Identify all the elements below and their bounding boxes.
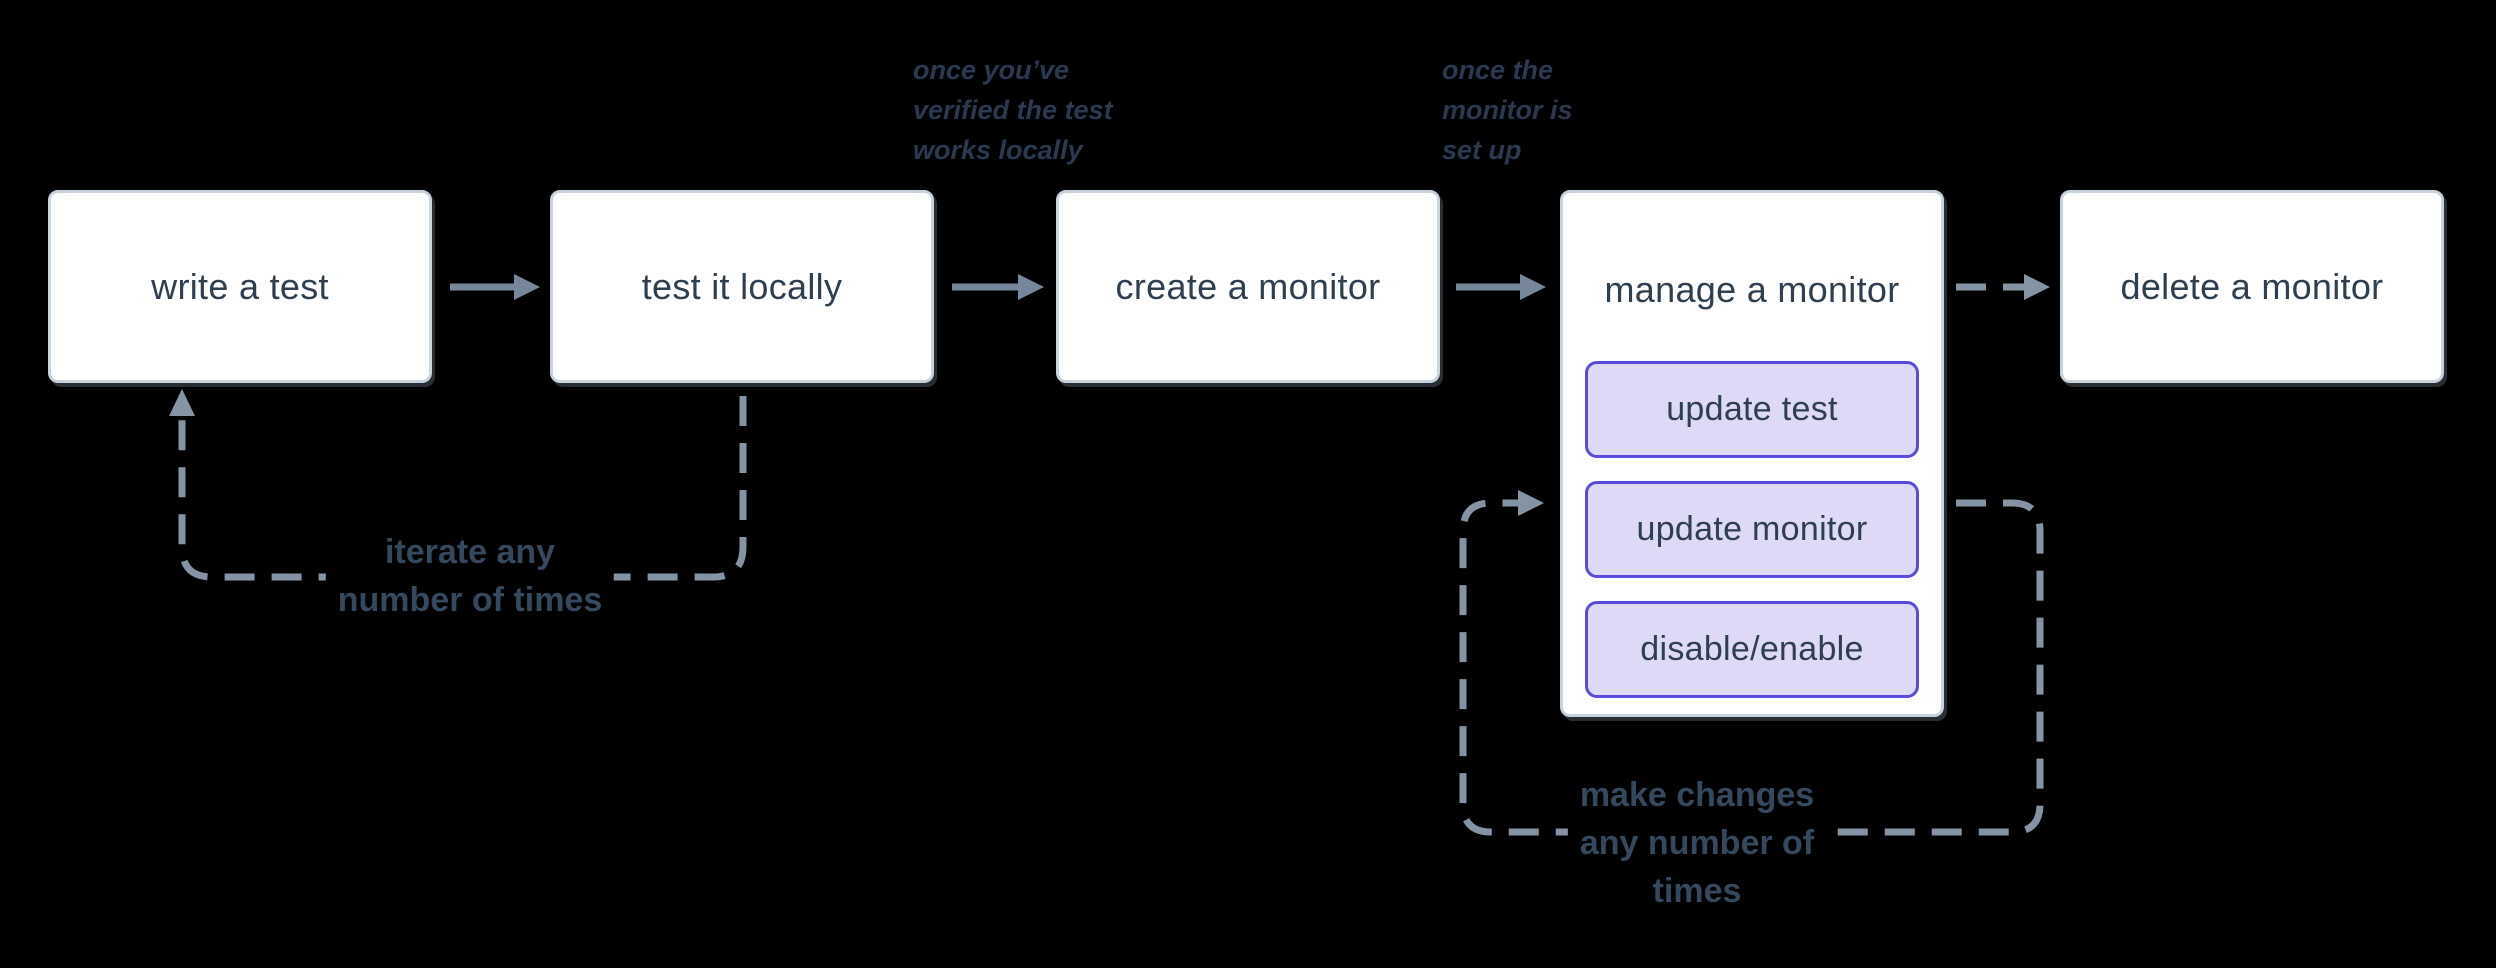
loop-label-iterate: iterate any number of times xyxy=(325,524,615,628)
action-update-monitor-label: update monitor xyxy=(1636,510,1868,548)
node-manage-a-monitor-label: manage a monitor xyxy=(1604,269,1900,310)
arrow-create-to-manage xyxy=(1456,274,1546,300)
annotation-once-set-up: once the monitor is set up xyxy=(1442,50,1573,170)
node-test-it-locally: test it locally xyxy=(550,190,934,383)
iterate-loop-arrowhead xyxy=(169,389,195,416)
node-delete-a-monitor: delete a monitor xyxy=(2060,190,2444,383)
arrow-test-to-create xyxy=(952,274,1044,300)
node-test-it-locally-label: test it locally xyxy=(641,265,843,307)
action-update-test: update test xyxy=(1585,361,1919,458)
arrow-manage-to-delete-dashed xyxy=(1956,274,2050,300)
annotation-once-set-up-line-1: once the xyxy=(1442,55,1554,85)
annotation-once-set-up-line-2: monitor is xyxy=(1442,95,1573,125)
arrow-write-to-test xyxy=(450,274,540,300)
node-write-a-test: write a test xyxy=(48,190,432,383)
node-write-a-test-label: write a test xyxy=(151,265,329,307)
loop-label-iterate-line-1: iterate any xyxy=(384,533,556,571)
manage-loop-arrowhead xyxy=(1518,490,1544,516)
node-manage-a-monitor: manage a monitor update test update moni… xyxy=(1560,190,1944,717)
loop-label-make-changes-line-1: make changes xyxy=(1579,776,1815,814)
annotation-once-verified-line-3: works locally xyxy=(913,135,1083,165)
action-update-test-label: update test xyxy=(1666,390,1838,428)
annotation-once-verified-line-1: once you’ve xyxy=(913,55,1070,85)
loop-label-make-changes-line-2: any number of xyxy=(1579,824,1815,862)
node-create-a-monitor-label: create a monitor xyxy=(1115,265,1381,307)
node-create-a-monitor: create a monitor xyxy=(1056,190,1440,383)
action-update-monitor: update monitor xyxy=(1585,481,1919,578)
annotation-once-verified-line-2: verified the test xyxy=(913,95,1113,125)
loop-label-iterate-line-2: number of times xyxy=(337,581,603,619)
action-disable-enable: disable/enable xyxy=(1585,601,1919,698)
annotation-once-verified: once you’ve verified the test works loca… xyxy=(913,50,1113,170)
action-disable-enable-label: disable/enable xyxy=(1640,630,1864,668)
loop-label-make-changes: make changes any number of times xyxy=(1567,767,1827,919)
node-delete-a-monitor-label: delete a monitor xyxy=(2120,265,2384,307)
loop-label-make-changes-line-3: times xyxy=(1652,872,1742,910)
annotation-once-set-up-line-3: set up xyxy=(1442,135,1522,165)
